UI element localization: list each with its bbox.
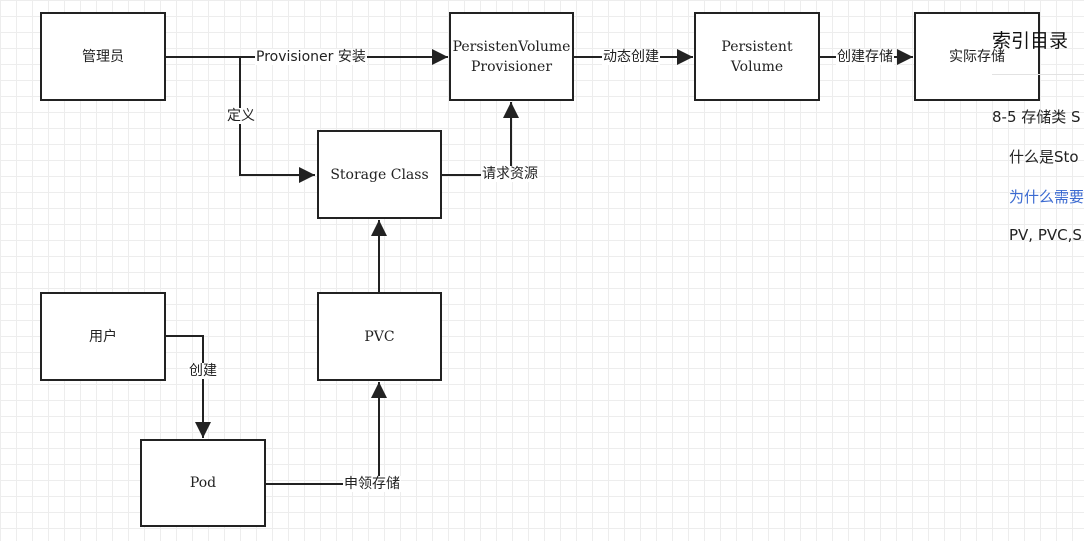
edge-user-to-pod — [165, 335, 211, 438]
edge-label-define: 定义 — [226, 108, 256, 124]
node-pod[interactable]: Pod — [140, 439, 266, 527]
toc-item-active[interactable]: 为什么需要 — [1009, 188, 1084, 206]
edge-storage-class-to-provisioner — [441, 102, 519, 176]
edge-pod-to-pvc — [265, 382, 387, 485]
toc-item[interactable]: 8-5 存储类 S — [992, 108, 1081, 126]
node-persistent-volume[interactable]: Persistent Volume — [694, 12, 820, 101]
node-user[interactable]: 用户 — [40, 292, 166, 381]
node-actual-storage[interactable]: 实际存储 — [914, 12, 1040, 101]
node-provisioner[interactable]: PersistenVolume Provisioner — [449, 12, 574, 101]
node-pvc[interactable]: PVC — [317, 292, 442, 381]
toc-item[interactable]: PV, PVC,S — [1009, 226, 1082, 244]
toc-panel: 索引目录 8-5 存储类 S 什么是Sto 为什么需要 PV, PVC,S — [978, 0, 1084, 541]
edge-label-claim-storage: 申领存储 — [343, 476, 401, 492]
edge-label-create: 创建 — [188, 363, 218, 379]
toc-divider — [992, 74, 1084, 75]
node-storage-class[interactable]: Storage Class — [317, 130, 442, 219]
edge-label-install: Provisioner 安装 — [255, 49, 367, 65]
toc-title: 索引目录 — [992, 30, 1069, 52]
node-admin[interactable]: 管理员 — [40, 12, 166, 101]
toc-item[interactable]: 什么是Sto — [1009, 148, 1079, 166]
edge-label-create-storage: 创建存储 — [836, 49, 894, 65]
edge-label-request-resource: 请求资源 — [481, 166, 539, 182]
edge-admin-to-storage-class — [239, 57, 315, 183]
edge-label-dynamic-create: 动态创建 — [602, 49, 660, 65]
